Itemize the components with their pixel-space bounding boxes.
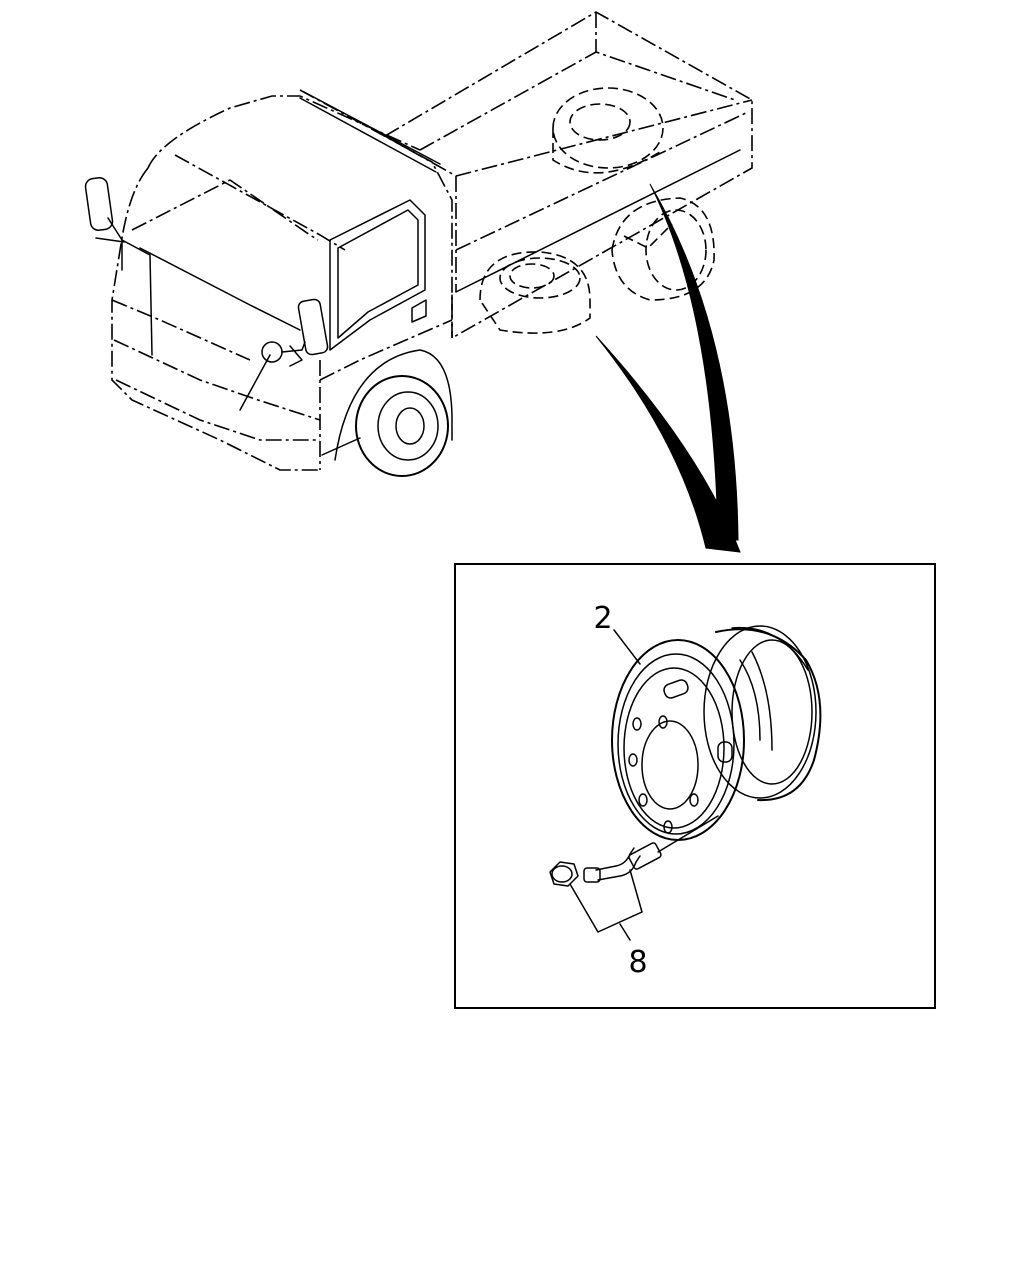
- leader-line-8: [569, 869, 643, 941]
- cab: [84, 89, 453, 477]
- valve-extension-icon: [549, 815, 719, 887]
- callout-number-8: 8: [628, 945, 647, 980]
- pointer-arrow-icon: [595, 183, 741, 553]
- rear-wheels: [479, 197, 715, 334]
- truck-illustration: [84, 11, 753, 477]
- leader-line-2: [613, 629, 641, 665]
- wheel-rim-icon: [611, 625, 822, 841]
- callout-number-2: 2: [593, 601, 612, 636]
- detail-box: 2 8: [454, 563, 936, 1009]
